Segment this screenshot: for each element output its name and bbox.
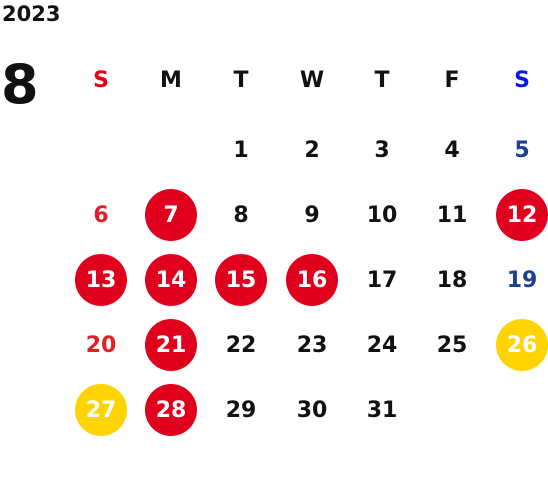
weekday-header: S [93, 67, 109, 93]
weekday-header: M [160, 67, 182, 93]
day-cell-20: 20 [85, 332, 117, 358]
day-cell-11: 11 [436, 202, 468, 228]
day-cell-12: 12 [496, 189, 548, 241]
day-cell-6: 6 [93, 202, 109, 228]
day-cell-21: 21 [145, 319, 197, 371]
day-cell-8: 8 [233, 202, 249, 228]
day-cell-7: 7 [145, 189, 197, 241]
day-cell-31: 31 [366, 397, 398, 423]
day-cell-10: 10 [366, 202, 398, 228]
day-cell-17: 17 [366, 267, 398, 293]
day-cell-19: 19 [506, 267, 538, 293]
day-cell-13: 13 [75, 254, 127, 306]
day-cell-4: 4 [444, 137, 460, 163]
weekday-header: S [514, 67, 530, 93]
weekday-header: T [374, 67, 390, 93]
day-cell-25: 25 [436, 332, 468, 358]
weekday-header: W [299, 67, 325, 93]
day-cell-18: 18 [436, 267, 468, 293]
day-cell-22: 22 [225, 332, 257, 358]
day-cell-29: 29 [225, 397, 257, 423]
day-cell-23: 23 [296, 332, 328, 358]
day-cell-5: 5 [514, 137, 530, 163]
day-cell-1: 1 [233, 137, 249, 163]
day-cell-14: 14 [145, 254, 197, 306]
year-label: 2023 [2, 2, 61, 26]
day-cell-9: 9 [304, 202, 320, 228]
weekday-header: F [444, 67, 460, 93]
month-number: 8 [1, 53, 39, 116]
day-cell-28: 28 [145, 384, 197, 436]
day-cell-26: 26 [496, 319, 548, 371]
day-cell-16: 16 [286, 254, 338, 306]
day-cell-30: 30 [296, 397, 328, 423]
day-cell-2: 2 [304, 137, 320, 163]
day-cell-15: 15 [215, 254, 267, 306]
day-cell-27: 27 [75, 384, 127, 436]
day-cell-3: 3 [374, 137, 390, 163]
day-cell-24: 24 [366, 332, 398, 358]
weekday-header: T [233, 67, 249, 93]
